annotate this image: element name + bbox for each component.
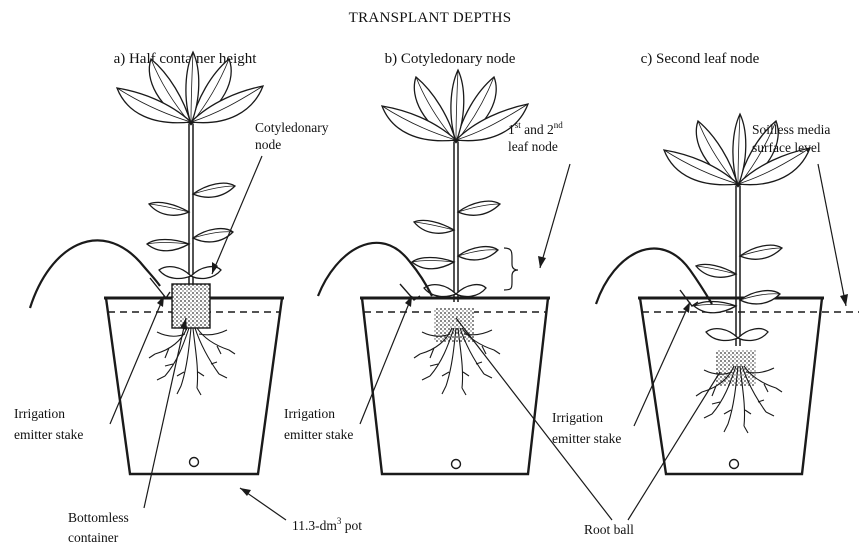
cotyledonary-node-label: Cotyledonary node — [255, 120, 332, 152]
root-ball-label: Root ball — [584, 522, 634, 537]
irrigation-stake-a-label: Irrigation emitter stake — [14, 406, 83, 442]
root-ball-b — [434, 308, 474, 342]
soilless-media-arrowhead — [840, 294, 848, 306]
leaf-node-arrowhead — [538, 256, 546, 268]
irrigation-stake-c-label: Irrigation emitter stake — [552, 410, 621, 446]
leaf-node-brace — [504, 248, 518, 290]
irrigation-stake-b-label: Irrigation emitter stake — [284, 406, 353, 442]
plant-a — [117, 52, 263, 284]
leaf-node-leader — [540, 164, 570, 268]
irrigation-tube-c — [596, 249, 712, 304]
pot-volume-label: 11.3-dm3 pot — [292, 516, 362, 533]
panel-a-label: a) Half container height — [114, 51, 258, 67]
irrigation-stake-a — [150, 278, 170, 298]
cotyledonary-node-leader — [212, 156, 262, 274]
panel-c-label: c) Second leaf node — [641, 51, 760, 67]
panel-c-illustration — [596, 114, 859, 474]
diagram-title: TRANSPLANT DEPTHS — [349, 10, 512, 26]
irrigation-tube-b — [318, 243, 432, 296]
bottomless-container-label: Bottomless container — [68, 510, 132, 545]
panel-b-label: b) Cotyledonary node — [385, 51, 516, 67]
soilless-media-leader — [818, 164, 846, 306]
drain-hole-c — [730, 460, 739, 469]
leaf-node-label: 1st and 2nd leaf node — [508, 116, 566, 154]
drain-hole-a — [190, 458, 199, 467]
plant-b — [382, 70, 528, 302]
drain-hole-b — [452, 460, 461, 469]
panel-b-illustration — [318, 70, 550, 474]
bottomless-container — [172, 284, 210, 328]
